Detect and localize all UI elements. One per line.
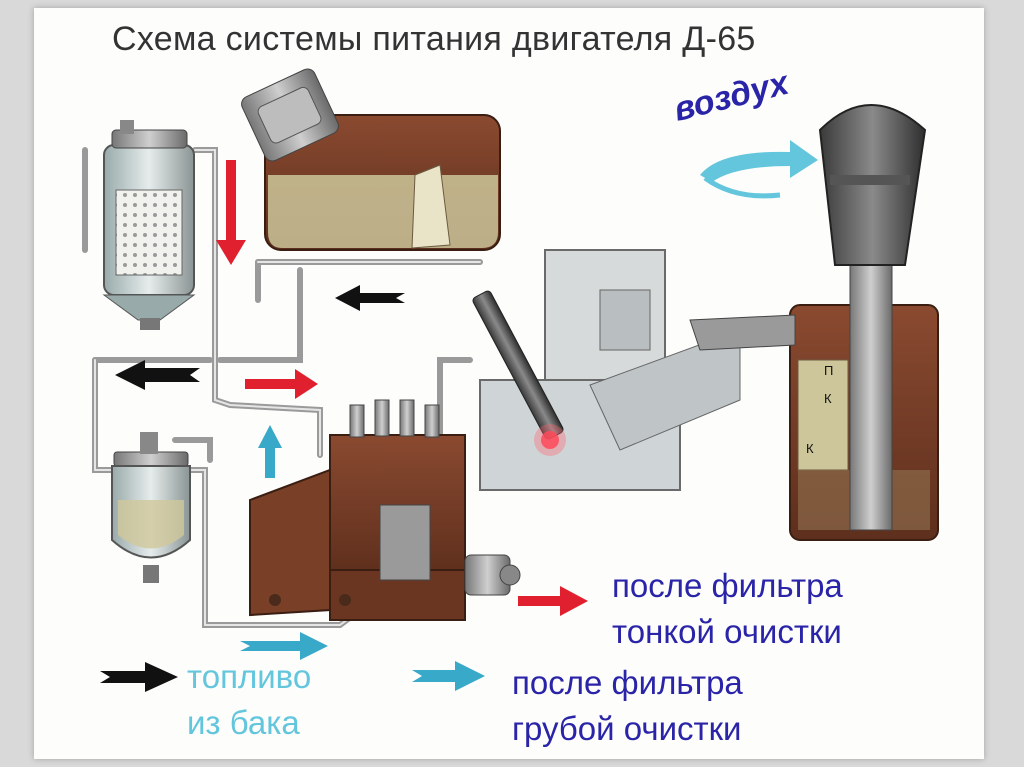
air-cleaner: П К К	[689, 104, 939, 541]
legend-black-arrow	[100, 662, 178, 692]
coarse-filter	[111, 432, 191, 583]
legend-arrows	[100, 586, 588, 692]
cleaner-letter-k2: К	[806, 441, 814, 456]
cyan-flow-arrows	[240, 425, 328, 660]
legend-tank-line-2: из бака	[187, 704, 300, 741]
red-flow-arrows	[216, 160, 318, 399]
legend-coarse-filter: после фильтра грубой очистки	[512, 660, 743, 752]
page-title: Схема системы питания двигателя Д-65	[112, 20, 756, 58]
fine-filter	[102, 120, 196, 330]
legend-from-tank: топливо из бака	[187, 654, 311, 746]
air-flow-arrow	[700, 140, 818, 199]
cleaner-letter-p: П	[824, 363, 833, 378]
legend-cyan-arrow	[412, 661, 485, 691]
legend-tank-line-1: топливо	[187, 658, 312, 695]
legend-fine-line-2: тонкой очистки	[612, 613, 842, 650]
black-flow-arrows	[115, 285, 405, 390]
cylinder-head	[479, 249, 741, 491]
legend-red-arrow	[518, 586, 588, 616]
cleaner-letter-k1: К	[824, 391, 832, 406]
legend-fine-filter: после фильтра тонкой очистки	[612, 563, 843, 655]
legend-fine-line-1: после фильтра	[612, 567, 843, 604]
legend-coarse-line-1: после фильтра	[512, 664, 743, 701]
fuel-tank	[241, 68, 501, 251]
injector	[472, 290, 566, 456]
injection-pump	[249, 399, 521, 621]
legend-coarse-line-2: грубой очистки	[512, 710, 742, 747]
